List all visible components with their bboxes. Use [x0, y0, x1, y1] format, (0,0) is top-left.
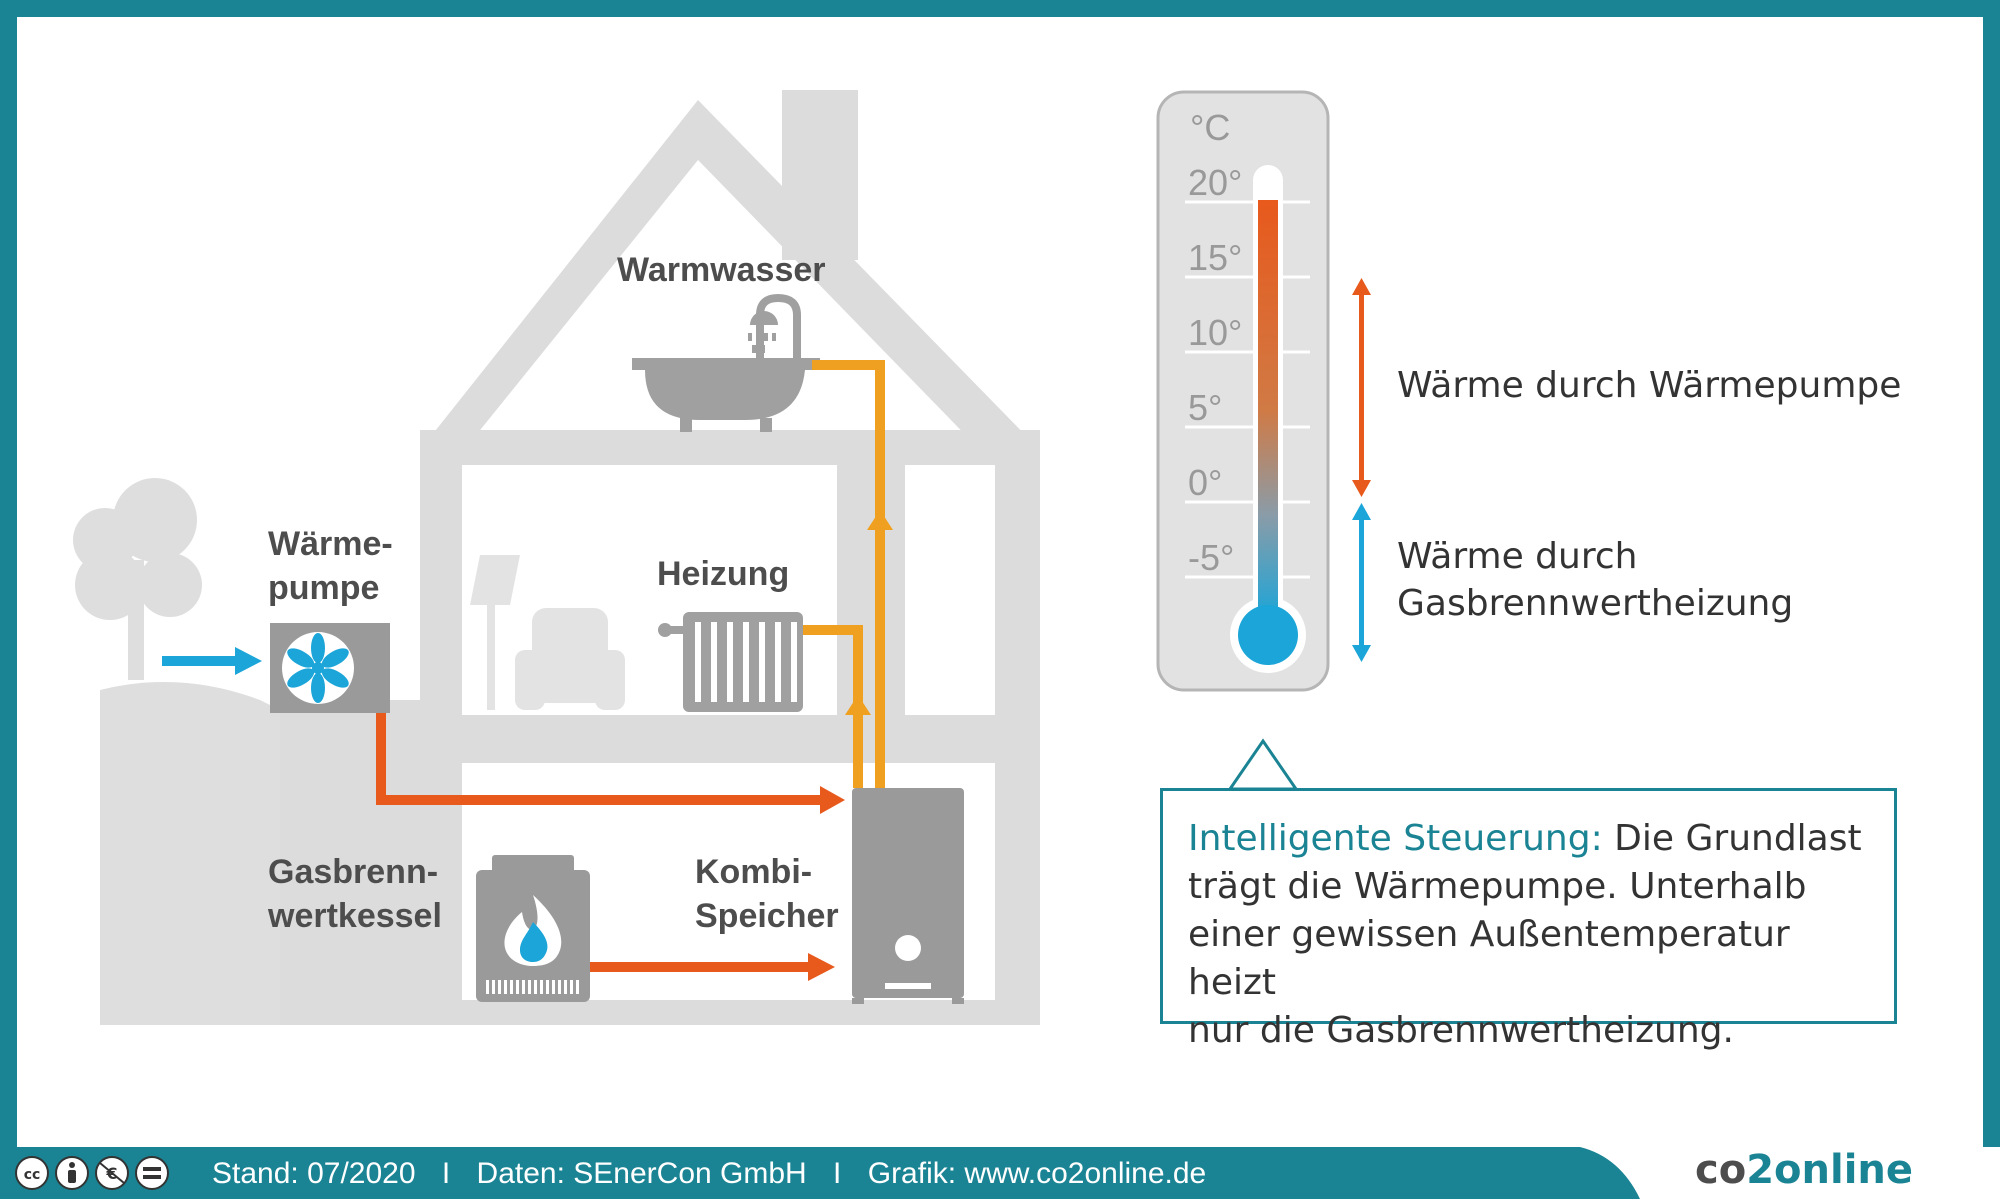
co2online-logo: co2online — [1695, 1144, 1913, 1196]
heating-pipe — [803, 625, 863, 788]
footer-separator-1: I — [441, 1157, 451, 1190]
gas-range-arrow — [1352, 503, 1371, 662]
hot-water-label: Warmwasser — [617, 251, 826, 289]
info-heading: Intelligente Steuerung: — [1188, 818, 1603, 859]
info-line-2: trägt die Wärmepumpe. Unterhalb — [1188, 866, 1807, 907]
gas-boiler-label: Gasbrenn- wertkessel — [268, 850, 442, 938]
heat-pump-label-line2: pumpe — [268, 569, 380, 607]
info-line-4: nur die Gasbrennwertheizung. — [1188, 1010, 1734, 1051]
info-line-1: Die Grundlast — [1602, 818, 1862, 859]
hot-water-pipe — [812, 360, 885, 788]
heating-up-arrow — [845, 695, 871, 715]
by-icon — [55, 1156, 89, 1190]
gas-boiler-icon — [476, 855, 590, 1002]
footer-stand: Stand: 07/2020 — [212, 1157, 416, 1190]
combi-storage-label-line2: Speicher — [695, 897, 839, 935]
heat-pump-range-label: Wärme durch Wärmepumpe — [1397, 365, 1902, 406]
gas-boiler-pipe — [590, 953, 835, 981]
heat-pump-label-line1: Wärme- — [268, 525, 393, 563]
bathtub-icon — [632, 293, 820, 432]
floor-lamp-icon — [470, 555, 520, 710]
info-callout-pointer — [1227, 738, 1299, 791]
svg-text:cc: cc — [24, 1167, 41, 1183]
outside-air-arrow — [162, 647, 262, 675]
gas-range-label-line2: Gasbrennwertheizung — [1397, 583, 1794, 624]
tick-label-10: 10° — [1188, 312, 1242, 353]
info-text: Intelligente Steuerung: Die Grundlast tr… — [1188, 815, 1888, 1055]
nc-icon: € — [95, 1156, 129, 1190]
brand-part3: online — [1774, 1147, 1914, 1193]
combi-storage-label-line1: Kombi- — [695, 853, 813, 891]
info-box: Intelligente Steuerung: Die Grundlast tr… — [1160, 788, 1897, 1051]
gas-boiler-label-line2: wertkessel — [268, 897, 442, 935]
tick-label-20: 20° — [1188, 162, 1242, 203]
tree-icon — [73, 478, 202, 680]
heat-pump-pipe — [376, 713, 845, 814]
radiator-icon — [658, 612, 803, 712]
cc-icon: cc — [15, 1156, 49, 1190]
thermometer: °C 20° 15° 10° 5° 0° -5° — [1156, 90, 1330, 692]
footer-grafik: Grafik: www.co2online.de — [867, 1157, 1207, 1190]
heating-label: Heizung — [657, 555, 790, 593]
tick-label-0: 0° — [1188, 462, 1222, 503]
brand-part2: 2 — [1746, 1147, 1775, 1193]
heat-pump-unit-icon — [270, 623, 390, 713]
license-icons: cc € — [15, 1156, 169, 1190]
gas-range-label: Wärme durch Gasbrennwertheizung — [1397, 533, 1793, 627]
footer-daten: Daten: SEnerCon GmbH — [476, 1157, 807, 1190]
gas-range-label-line1: Wärme durch — [1397, 536, 1638, 577]
brand-part1: co — [1695, 1147, 1747, 1193]
info-line-3: einer gewissen Außentemperatur heizt — [1188, 914, 1790, 1003]
tick-label-15: 15° — [1188, 237, 1242, 278]
footer-credits: Stand: 07/2020 I Daten: SEnerCon GmbH I … — [212, 1152, 1206, 1196]
armchair-icon — [515, 608, 625, 710]
house-structure — [280, 90, 1040, 1025]
nd-icon — [135, 1156, 169, 1190]
footer-brand-area — [1580, 1147, 2000, 1199]
tick-label-5: 5° — [1188, 387, 1222, 428]
gas-boiler-label-line1: Gasbrenn- — [268, 853, 439, 891]
combi-storage-label: Kombi- Speicher — [695, 850, 839, 938]
combi-storage-icon — [852, 788, 964, 1004]
heat-pump-range-arrow — [1352, 278, 1371, 497]
tick-label-minus5: -5° — [1188, 537, 1234, 578]
thermometer-unit-label: °C — [1190, 107, 1230, 148]
ground-hill — [100, 682, 280, 1025]
heat-pump-label: Wärme- pumpe — [268, 522, 393, 610]
footer-separator-2: I — [833, 1157, 842, 1190]
hot-water-up-arrow — [867, 510, 893, 530]
